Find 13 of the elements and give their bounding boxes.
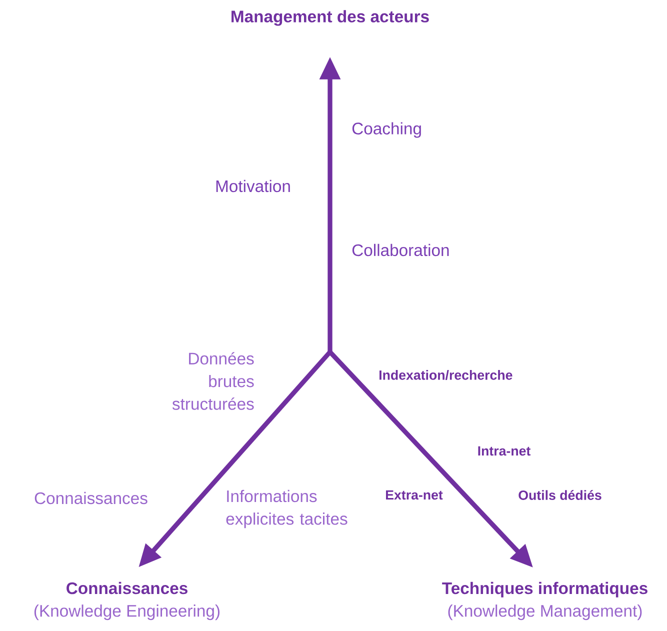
axis-title: Techniques informatiques (Knowledge Management) <box>442 582 648 620</box>
axis-label: Extra-net <box>386 490 443 500</box>
axis-label: Intra-net <box>478 446 531 456</box>
axis-label: Informations explicites tacites <box>226 490 348 528</box>
axis-title: Connaissances (Knowledge Engineering) <box>34 582 220 620</box>
axis-label: Outils dédiés <box>518 490 602 500</box>
axis-label: Coaching <box>352 122 421 138</box>
axis-label: Indexation/recherche <box>380 370 512 380</box>
axis-label: Motivation <box>216 180 290 192</box>
axis-label: Connaissances <box>34 492 148 504</box>
axis-label: Collaboration <box>352 244 449 256</box>
axis-title: Management des acteurs <box>232 10 429 26</box>
axis-label: Données brutes structurées <box>172 352 254 410</box>
